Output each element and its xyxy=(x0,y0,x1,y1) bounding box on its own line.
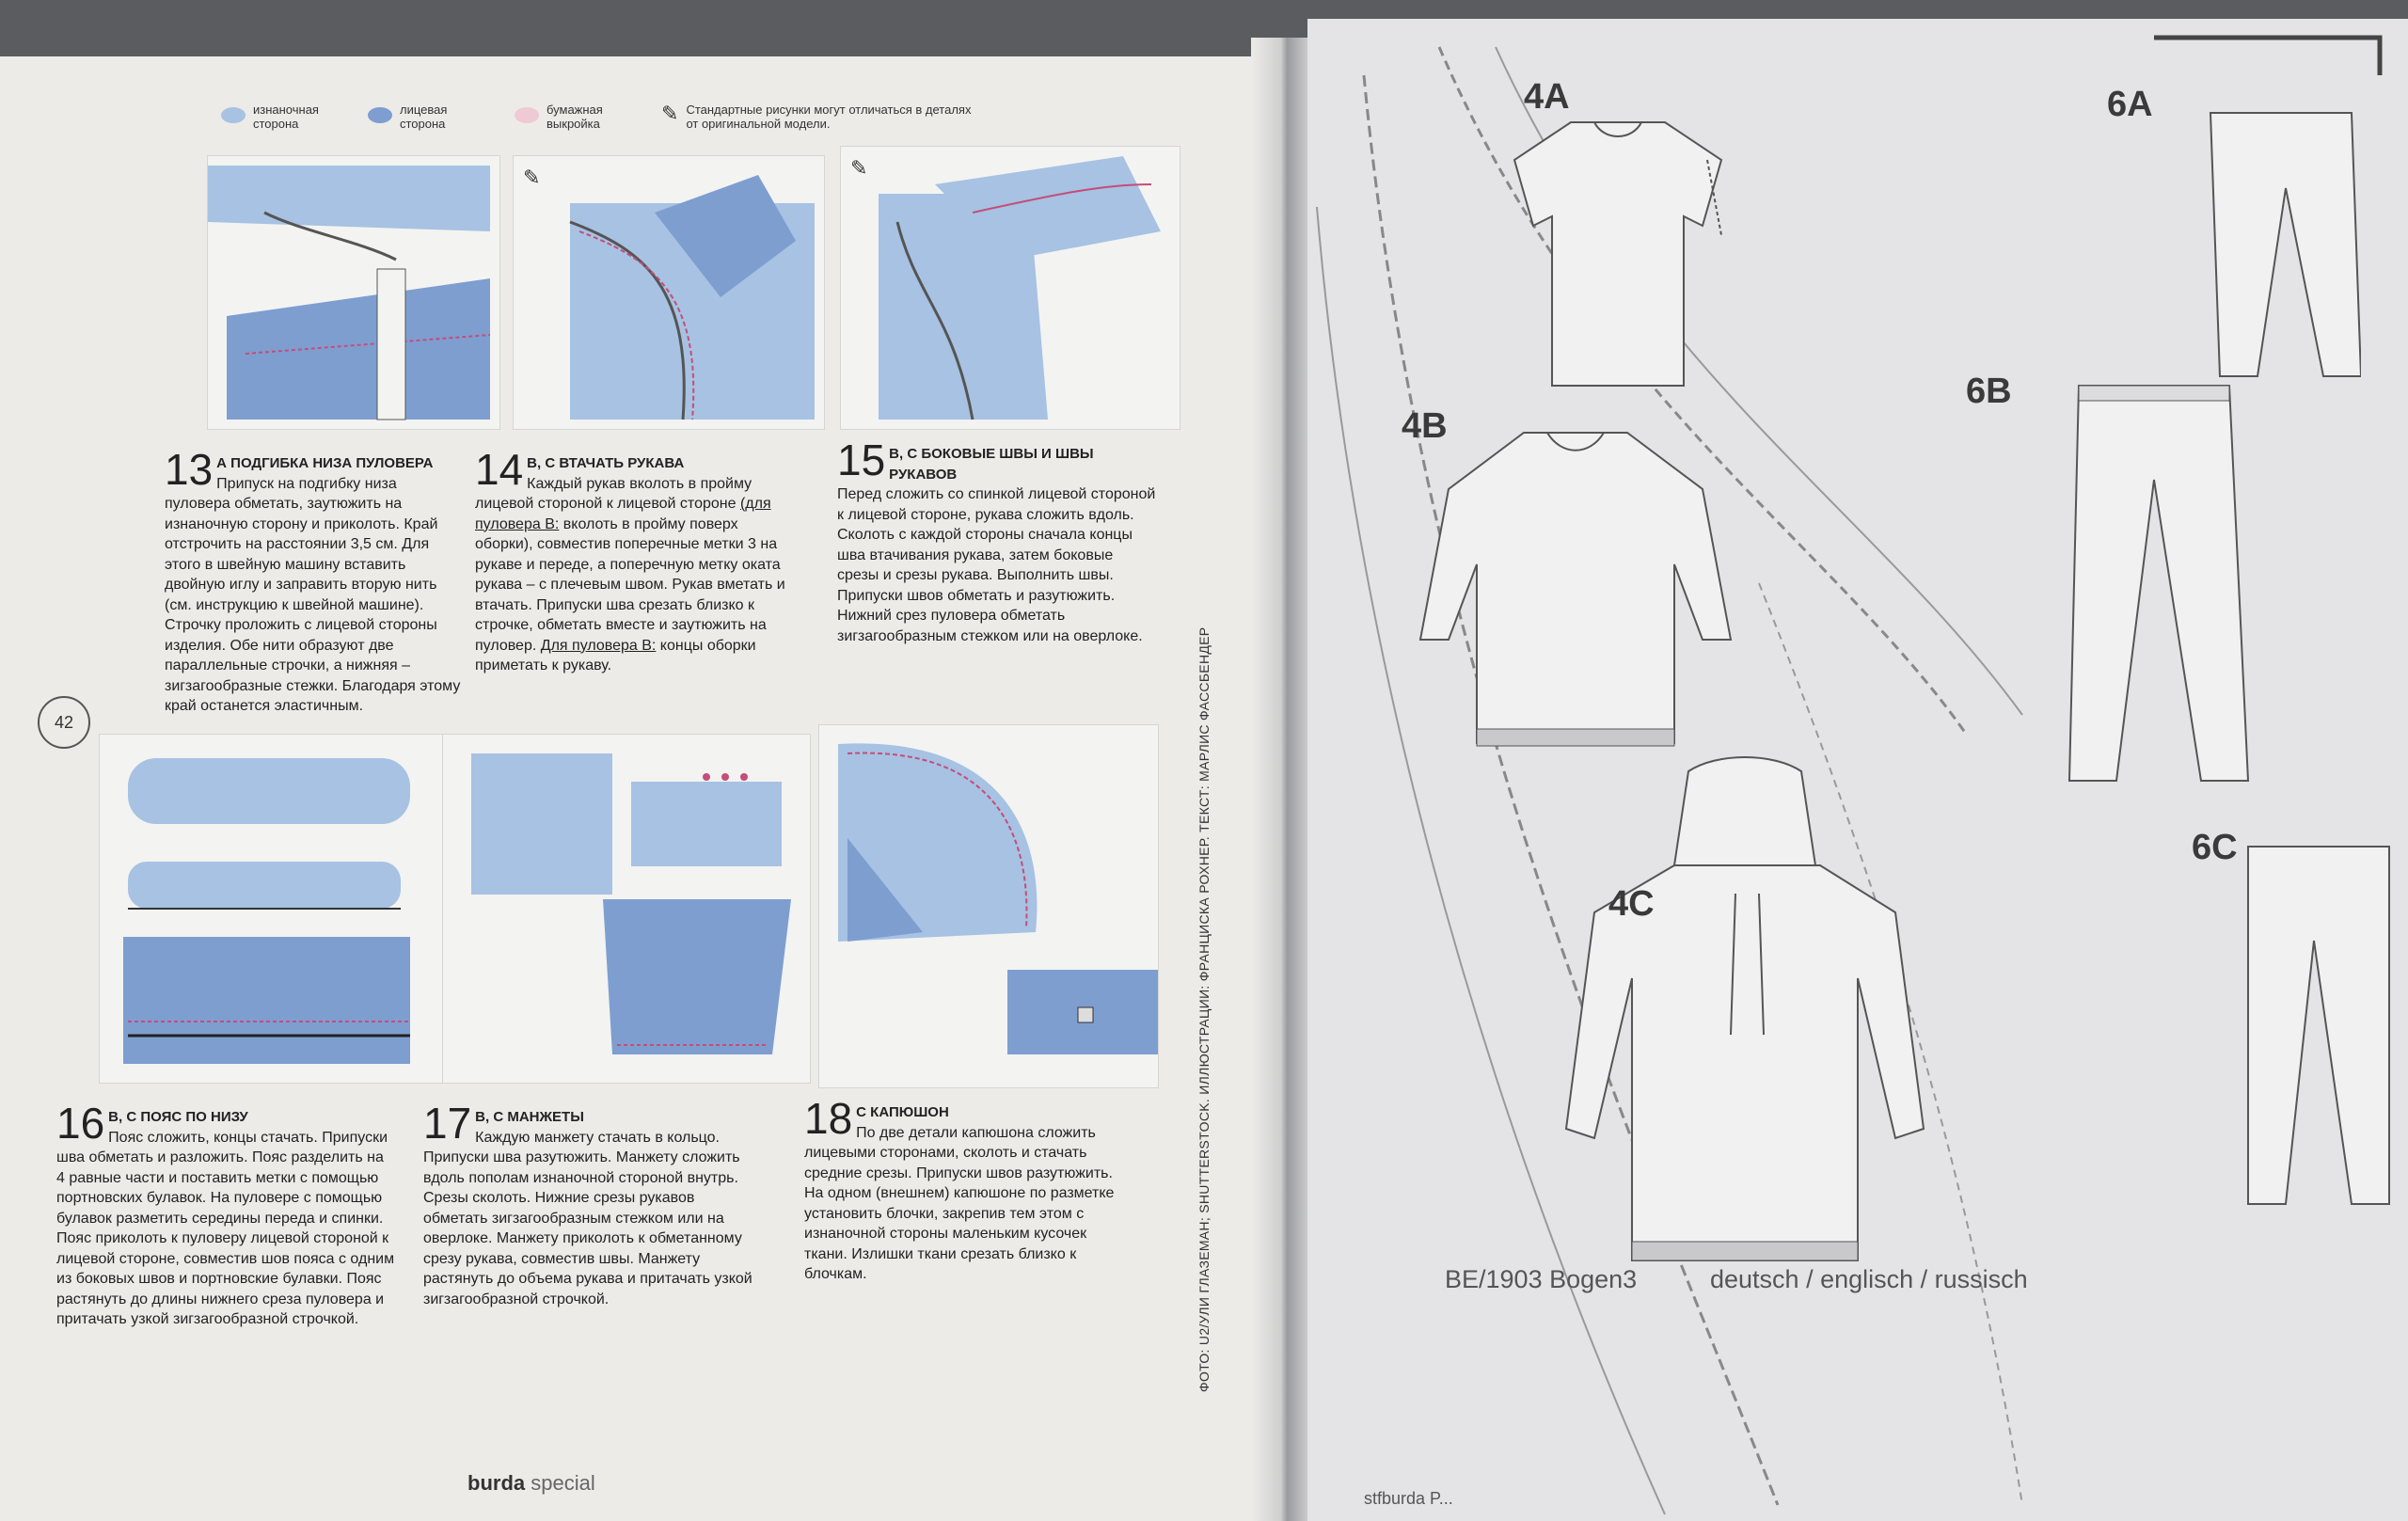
legend-wrong-side: изнаночная сторона xyxy=(221,103,334,132)
flat-label-4b: 4B xyxy=(1402,406,1448,446)
illustration-step-18 xyxy=(818,724,1159,1088)
footer-brand: burda special xyxy=(467,1471,595,1496)
right-side-swatch-icon xyxy=(368,107,392,123)
legend-note: ✎ Стандартные рисунки могут отличаться в… xyxy=(661,103,972,132)
step-text: По две детали капюшона сложить лицевыми … xyxy=(804,1124,1115,1283)
step-heading: В, С манжеты xyxy=(475,1109,584,1125)
page-number: 42 xyxy=(38,696,90,749)
page-fold xyxy=(1251,38,1317,1521)
svg-text:✎: ✎ xyxy=(523,166,540,189)
step-heading: А подгибка низа пуловера xyxy=(216,455,434,471)
sheet-id: BE/1903 Bogen3 xyxy=(1445,1265,1638,1293)
flat-label-6c: 6C xyxy=(2192,828,2238,867)
legend: изнаночная сторона лицевая сторона бумаж… xyxy=(221,103,972,132)
step-text: Припуск на подгибку низа пуловера обмета… xyxy=(165,475,461,715)
step-17: 17 В, С манжеты Каждую манжету стачать в… xyxy=(423,1099,762,1309)
flat-4c-hoodie xyxy=(1564,756,1925,1261)
step-text-part: Каждый рукав вколоть в пройму лицевой ст… xyxy=(475,475,752,513)
step-16: 16 В, С пояс по низу Пояс сложить, концы… xyxy=(56,1099,395,1330)
step-text-underlined: (для пуловера В: xyxy=(475,496,771,532)
step-heading: В, С боковые швы и швы рукавов xyxy=(889,446,1094,483)
brand-suffix: special xyxy=(531,1471,595,1495)
flat-label-6a: 6A xyxy=(2107,85,2153,124)
step-number: 18 xyxy=(804,1094,853,1143)
flat-4b-sweatshirt xyxy=(1418,432,1733,747)
legend-right-side: лицевая сторона xyxy=(368,103,481,132)
step-heading: В, С пояс по низу xyxy=(108,1109,248,1125)
flat-6a-leggings xyxy=(2209,112,2361,377)
illustration-step-13 xyxy=(207,155,500,430)
legend-label: лицевая сторона xyxy=(400,103,448,131)
step-number: 14 xyxy=(475,445,524,494)
step-text: Каждый рукав вколоть в пройму лицевой ст… xyxy=(475,474,795,676)
step-number: 17 xyxy=(423,1099,472,1148)
step-heading: С капюшон xyxy=(856,1104,949,1120)
step-text: Каждую манжету стачать в кольцо. Припуск… xyxy=(423,1129,752,1307)
step-text: Перед сложить со спинкой лицевой стороно… xyxy=(837,486,1156,644)
sheet-languages: deutsch / englisch / russisch xyxy=(1710,1265,2028,1293)
illustration-step-15: ✎ xyxy=(840,146,1180,430)
step-14: 14 В, С втачать рукава Каждый рукав вкол… xyxy=(475,445,795,676)
legend-paper-pattern: бумажная выкройка xyxy=(515,103,627,132)
flat-label-4a: 4A xyxy=(1524,77,1570,117)
step-number: 15 xyxy=(837,436,886,484)
step-15: 15 В, С боковые швы и швы рукавов Перед … xyxy=(837,436,1157,646)
brand-name: burda xyxy=(467,1471,526,1495)
step-number: 13 xyxy=(165,445,214,494)
illustration-step-16 xyxy=(99,734,444,1084)
flat-6c-leggings xyxy=(2247,846,2390,1205)
step-text-underlined: Для пуловера В: xyxy=(540,637,657,654)
flat-label-4c: 4C xyxy=(1608,884,1655,924)
paper-pattern-swatch-icon xyxy=(515,107,539,123)
legend-label: бумажная выкройка xyxy=(547,103,603,131)
pencil-icon: ✎ xyxy=(661,102,679,125)
flat-4a-tshirt xyxy=(1513,121,1723,387)
pattern-sheet: 4A 4B 4C 6A 6B 6C xyxy=(1307,19,2408,1521)
step-text-part: концы оборки приметать к рукаву. xyxy=(475,637,756,674)
sheet-bottom-text: stfburda P... xyxy=(1364,1489,1453,1508)
step-number: 16 xyxy=(56,1099,105,1148)
photo-credit: ФОТО: U2/УЛИ ГЛАЗЕМАН; SHUTTERSTOCK. ИЛЛ… xyxy=(1196,626,1212,1392)
pattern-lines xyxy=(1316,35,2383,1515)
step-18: 18 С капюшон По две детали капюшона слож… xyxy=(804,1094,1133,1285)
legend-label: изнаночная сторона xyxy=(253,103,319,131)
step-heading: В, С втачать рукава xyxy=(527,455,685,471)
illustration-step-14: ✎ xyxy=(513,155,825,430)
wrong-side-swatch-icon xyxy=(221,107,246,123)
step-text: Пояс сложить, концы стачать. Припуски шв… xyxy=(56,1129,395,1328)
step-text-part: вколоть в пройму поверх оборки), совмест… xyxy=(475,515,785,654)
flat-6b-leggings xyxy=(2067,385,2250,782)
flat-label-6b: 6B xyxy=(1966,372,2012,411)
illustration-step-17 xyxy=(442,734,811,1084)
legend-label: Стандартные рисунки могут отличаться в д… xyxy=(686,103,972,131)
svg-text:✎: ✎ xyxy=(850,156,867,180)
step-13: 13 А подгибка низа пуловера Припуск на п… xyxy=(165,445,466,717)
